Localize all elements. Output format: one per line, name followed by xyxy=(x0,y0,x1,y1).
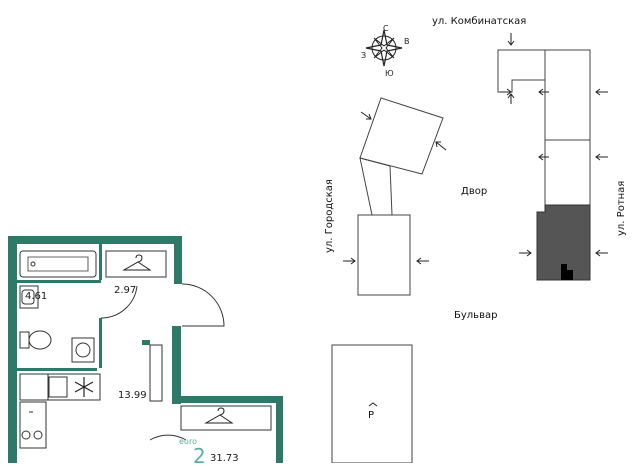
closet-top xyxy=(105,250,167,278)
arrow-tilted-1 xyxy=(360,111,372,120)
bathtub-inner xyxy=(27,256,89,272)
wall-top xyxy=(8,236,182,244)
stove-burner-1 xyxy=(21,430,31,440)
building-tilted xyxy=(359,97,444,175)
building-right-highlighted xyxy=(536,204,591,281)
freezer-icon xyxy=(74,377,94,397)
arrow-right-3 xyxy=(538,153,549,161)
compass-rose: С В Ю З xyxy=(361,24,410,78)
kitchen-sink xyxy=(48,376,68,398)
site-plan: С В Ю З xyxy=(324,16,627,464)
area-labels: 4.61 2.97 13.99 31.73 xyxy=(25,285,239,464)
building-right-top xyxy=(497,49,546,93)
kitchen-counter xyxy=(19,373,101,401)
hall-door-swing xyxy=(100,285,138,319)
rooms-count: 2 xyxy=(193,444,206,463)
wall-stub xyxy=(142,340,150,345)
arrow-top-street xyxy=(507,33,515,46)
sink-counter xyxy=(19,285,39,309)
compass-star xyxy=(365,29,403,67)
wall-inner-vertical xyxy=(172,326,181,404)
layout-tag: euro xyxy=(179,437,197,446)
arrow-right-6 xyxy=(595,249,608,257)
washer xyxy=(71,337,95,363)
toilet-bowl xyxy=(28,330,52,350)
arrow-right-5 xyxy=(519,249,532,257)
wall-left xyxy=(8,236,17,463)
arrow-right-4 xyxy=(595,153,608,161)
arrow-right-1 xyxy=(538,88,549,96)
washer-drum xyxy=(75,342,91,358)
wall-wet-right xyxy=(99,318,102,368)
compass-star-diagonal xyxy=(373,37,395,59)
hanger-icon-lower xyxy=(204,407,234,424)
bathtub-drain xyxy=(30,261,36,267)
street-right-label: ул. Ротная xyxy=(616,181,627,236)
compass-east: В xyxy=(404,37,410,46)
bathtub xyxy=(19,250,97,278)
boulevard-label: Бульвар xyxy=(454,310,497,321)
street-left-label: ул. Городская xyxy=(324,179,335,253)
arrow-right-top-up xyxy=(507,93,515,104)
living-door-swing xyxy=(149,434,187,441)
building-right-middle xyxy=(544,139,591,207)
arrow-left-1 xyxy=(343,257,356,265)
bathroom-area: 4.61 xyxy=(25,291,47,302)
hanger-icon xyxy=(122,254,152,271)
entrance-door-swing xyxy=(181,283,225,327)
stove-burner-2 xyxy=(33,430,43,440)
arrow-tilted-2 xyxy=(435,141,447,151)
building-right-upper xyxy=(544,49,591,141)
wall-kitchen-top xyxy=(17,368,97,371)
apartment-plan: 4.61 2.97 13.99 31.73 euro 2 xyxy=(8,236,283,467)
wardrobe-hall xyxy=(149,344,163,402)
wall-right-upper xyxy=(174,236,182,284)
stove xyxy=(19,401,47,449)
wall-bath-partition xyxy=(17,280,101,283)
compass-ring xyxy=(371,35,397,61)
living-area: 31.73 xyxy=(210,453,239,463)
wall-lower-top xyxy=(172,396,282,403)
building-connector xyxy=(359,157,393,216)
parking-label: P xyxy=(368,410,374,421)
sink-basin xyxy=(21,289,35,305)
interior-lines xyxy=(19,250,272,449)
entrance-arrows xyxy=(343,33,608,265)
kitchen-area: 13.99 xyxy=(118,390,147,401)
kitchen-cabinet-1 xyxy=(19,373,49,401)
toilet-tank xyxy=(19,331,30,349)
wall-lower-right xyxy=(276,396,283,463)
compass-south: Ю xyxy=(385,69,394,78)
building-left xyxy=(357,214,411,296)
compass-west: З xyxy=(361,51,366,60)
arrow-right-top xyxy=(500,88,512,96)
yard-label: Двор xyxy=(461,186,487,197)
street-top-label: ул. Комбинатская xyxy=(432,16,526,27)
arrow-right-2 xyxy=(595,88,608,96)
compass-north: С xyxy=(383,24,389,33)
entrance-marker xyxy=(561,264,573,280)
closet-lower xyxy=(180,405,272,431)
parking-accent xyxy=(368,402,378,407)
hall-area: 2.97 xyxy=(114,285,136,296)
walls xyxy=(8,236,283,463)
wall-wet-partition xyxy=(99,244,102,280)
arrow-left-2 xyxy=(416,257,429,265)
